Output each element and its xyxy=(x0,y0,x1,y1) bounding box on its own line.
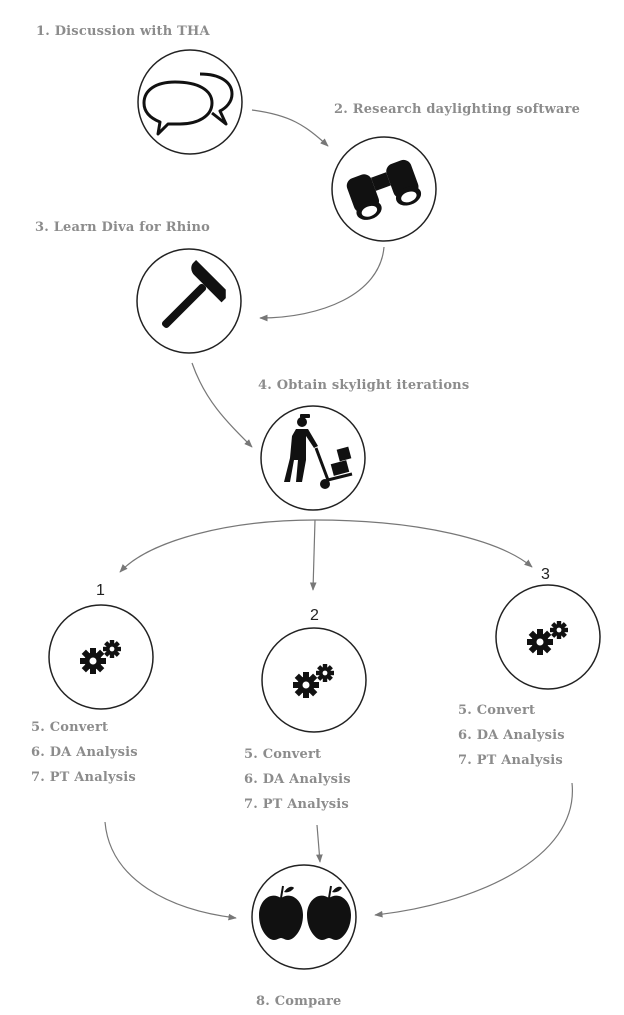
speech-bubbles-icon xyxy=(142,72,234,136)
branch-1-steps: 5. Convert 6. DA Analysis 7. PT Analysis xyxy=(31,720,138,795)
branch-3-steps: 5. Convert 6. DA Analysis 7. PT Analysis xyxy=(458,703,565,778)
connector-branch1-8 xyxy=(104,821,237,921)
branch-2-step-da-analysis: 6. DA Analysis xyxy=(244,772,351,787)
step-1-node xyxy=(137,49,243,155)
branch-1-step-convert: 5. Convert xyxy=(31,720,109,735)
branch-3-number: 3 xyxy=(541,566,550,583)
branch-3-step-convert: 5. Convert xyxy=(458,703,536,718)
branch-3-node xyxy=(495,584,601,690)
connector-3-4 xyxy=(191,362,253,448)
hammer-icon xyxy=(161,259,226,329)
step-2-node xyxy=(331,136,437,242)
branch-2-steps: 5. Convert 6. DA Analysis 7. PT Analysis xyxy=(244,747,351,822)
step-4-node xyxy=(260,405,366,511)
connector-4-branch3 xyxy=(314,519,533,568)
connector-2-3 xyxy=(259,246,385,322)
step-3-node xyxy=(136,248,242,354)
branch-1-number: 1 xyxy=(96,582,105,599)
branch-1-node xyxy=(48,604,154,710)
step-3-label: 3. Learn Diva for Rhino xyxy=(35,220,211,235)
branch-3-step-pt-analysis: 7. PT Analysis xyxy=(458,753,563,768)
step-4-label: 4. Obtain skylight iterations xyxy=(258,378,470,393)
connector-4-branch2 xyxy=(309,519,317,591)
connector-4-branch1 xyxy=(119,519,316,573)
branch-2-step-convert: 5. Convert xyxy=(244,747,322,762)
connector-branch3-8 xyxy=(374,782,573,918)
step-8-label: 8. Compare xyxy=(256,994,342,1009)
worker-hand-truck-icon xyxy=(284,414,353,489)
step-1-label: 1. Discussion with THA xyxy=(36,24,210,39)
connector-branch2-8 xyxy=(316,824,323,863)
branch-2-number: 2 xyxy=(310,607,319,624)
branch-2-node xyxy=(261,627,367,733)
branch-1-step-pt-analysis: 7. PT Analysis xyxy=(31,770,136,785)
branch-2-step-pt-analysis: 7. PT Analysis xyxy=(244,797,349,812)
step-2-label: 2. Research daylighting software xyxy=(334,102,581,117)
apples-icon xyxy=(259,885,351,940)
branch-1-step-da-analysis: 6. DA Analysis xyxy=(31,745,138,760)
connector-1-2 xyxy=(251,109,329,147)
branch-3-step-da-analysis: 6. DA Analysis xyxy=(458,728,565,743)
step-8-node xyxy=(251,864,357,970)
binoculars-icon xyxy=(346,159,422,220)
